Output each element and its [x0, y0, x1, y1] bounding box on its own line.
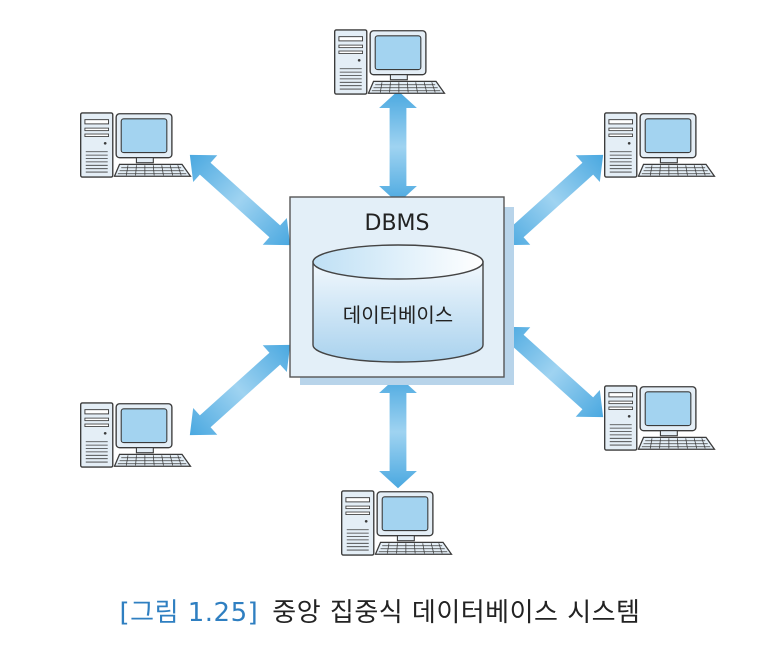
figure-number: [그림 1.25]	[119, 598, 259, 628]
computer-icon	[79, 402, 192, 468]
database-cylinder-icon: 데이터베이스	[312, 244, 484, 363]
bidirectional-arrow-icon	[379, 90, 417, 204]
bidirectional-arrow-icon	[379, 375, 417, 489]
database-label: 데이터베이스	[343, 303, 453, 327]
computer-icon	[79, 112, 192, 178]
computer-icon	[603, 112, 716, 178]
computer-icon	[603, 385, 716, 451]
computer-icon	[340, 490, 453, 556]
figure-caption: [그림 1.25] 중앙 집중식 데이터베이스 시스템	[0, 592, 760, 629]
bidirectional-arrow-icon	[502, 154, 604, 246]
bidirectional-arrow-icon	[502, 326, 604, 418]
bidirectional-arrow-icon	[189, 154, 291, 246]
computer-icon	[333, 29, 446, 95]
dbms-label: DBMS	[365, 211, 430, 236]
figure-title: 중앙 집중식 데이터베이스 시스템	[272, 598, 641, 628]
bidirectional-arrow-icon	[189, 344, 291, 436]
connection-arrows	[189, 90, 604, 489]
